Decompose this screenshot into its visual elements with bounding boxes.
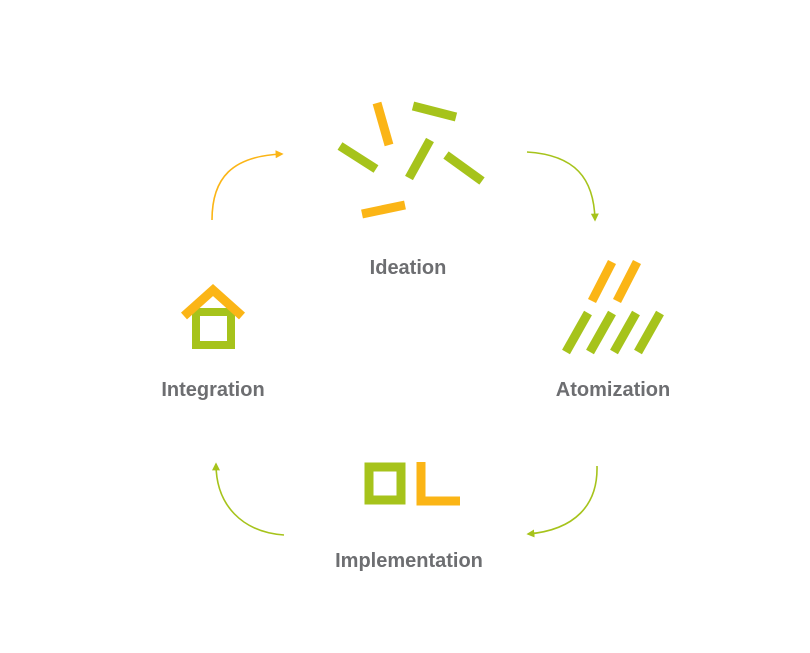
- atomization-bar: [612, 259, 642, 304]
- house-roof: [180, 283, 246, 320]
- implementation-label: Implementation: [335, 550, 483, 572]
- implementation-square: [364, 462, 406, 505]
- house-icon: [180, 283, 246, 349]
- arrow-ideation-to-atomization: [526, 151, 599, 222]
- atomization-label: Atomization: [555, 379, 671, 401]
- square-and-corner-icon: [364, 462, 460, 506]
- ideation-label: Ideation: [369, 257, 447, 279]
- house-body: [192, 308, 235, 349]
- scattered-sticks-icon: [337, 101, 485, 219]
- ideation-stick: [361, 200, 406, 219]
- ideation-stick: [443, 151, 485, 185]
- atomization-bar: [562, 310, 592, 355]
- ideation-stick: [411, 101, 458, 122]
- ideation-stick: [405, 137, 434, 181]
- arrow-atomization-to-implementation: [526, 465, 598, 538]
- atomization-bar: [634, 310, 664, 355]
- atomization-bar: [587, 259, 617, 304]
- atomization-bar: [610, 310, 640, 355]
- arrow-implementation-to-integration: [212, 462, 285, 536]
- ideation-stick: [372, 101, 394, 147]
- ideation-stick: [337, 142, 379, 173]
- parallel-bars-icon: [562, 259, 664, 355]
- integration-label: Integration: [161, 379, 265, 401]
- atomization-bar: [586, 310, 616, 355]
- implementation-corner: [416, 462, 460, 506]
- arrow-integration-to-ideation: [211, 150, 284, 221]
